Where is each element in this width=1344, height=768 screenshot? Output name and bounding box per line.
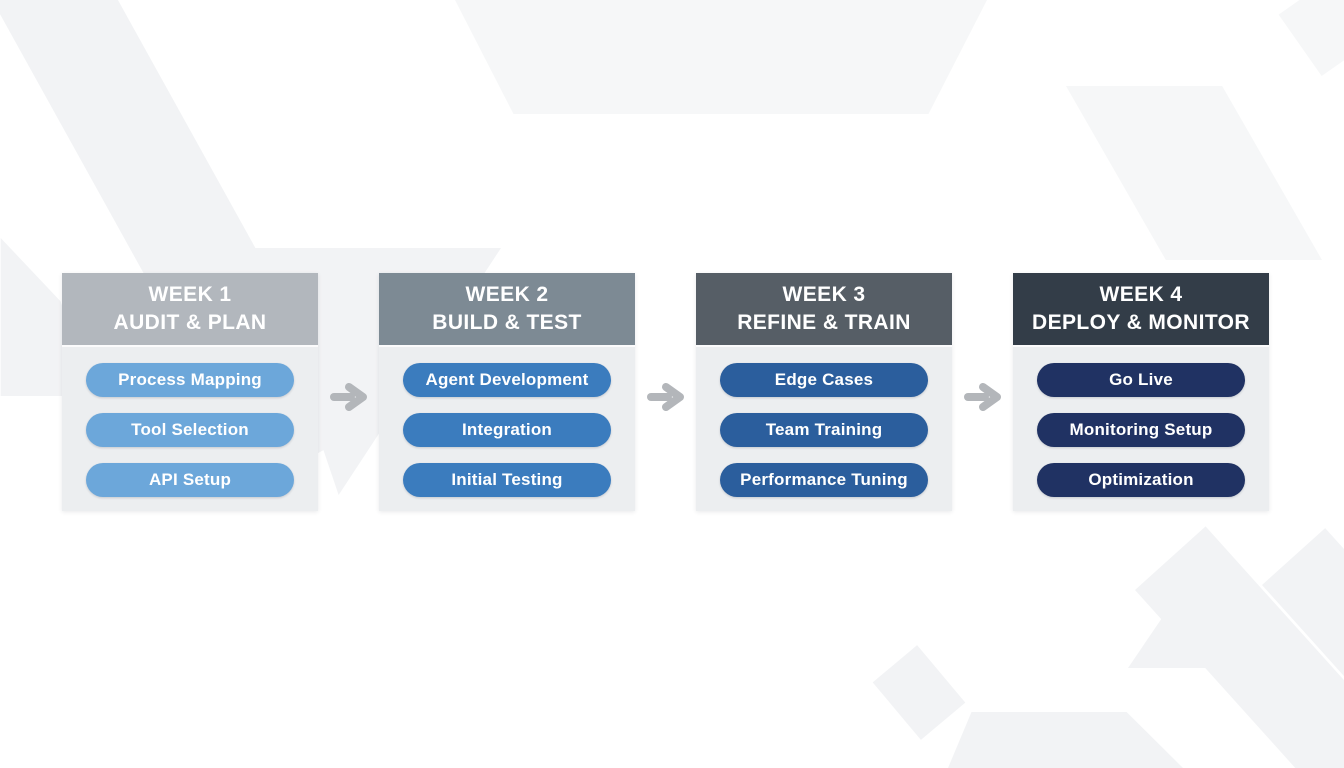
week-label: WEEK 1 [148, 283, 232, 306]
week-column-4: WEEK 4 DEPLOY & MONITOR Go Live Monitori… [1013, 273, 1269, 511]
task-pill: Optimization [1037, 463, 1245, 497]
bg-decor-shape [948, 712, 1183, 768]
flow-arrow [635, 273, 696, 511]
task-pill: Initial Testing [403, 463, 611, 497]
task-pill: Edge Cases [720, 363, 928, 397]
right-arrow-icon [329, 383, 367, 411]
bg-decor-shape [455, 0, 987, 114]
phase-label: BUILD & TEST [432, 311, 582, 334]
bg-decor-shape [1278, 0, 1344, 77]
week-3-tasks: Edge Cases Team Training Performance Tun… [696, 347, 952, 511]
week-2-header: WEEK 2 BUILD & TEST [379, 273, 635, 347]
flow-arrow [318, 273, 379, 511]
week-column-3: WEEK 3 REFINE & TRAIN Edge Cases Team Tr… [696, 273, 952, 511]
task-pill: Integration [403, 413, 611, 447]
bg-decor-shape [872, 645, 966, 740]
week-label: WEEK 4 [1099, 283, 1183, 306]
task-pill: Performance Tuning [720, 463, 928, 497]
week-1-header: WEEK 1 AUDIT & PLAN [62, 273, 318, 347]
flow-arrow [952, 273, 1013, 511]
week-column-2: WEEK 2 BUILD & TEST Agent Development In… [379, 273, 635, 511]
task-pill: Agent Development [403, 363, 611, 397]
week-label: WEEK 3 [782, 283, 866, 306]
week-1-tasks: Process Mapping Tool Selection API Setup [62, 347, 318, 511]
task-pill: API Setup [86, 463, 294, 497]
week-column-1: WEEK 1 AUDIT & PLAN Process Mapping Tool… [62, 273, 318, 511]
timeline-flow: WEEK 1 AUDIT & PLAN Process Mapping Tool… [62, 273, 1269, 511]
task-pill: Process Mapping [86, 363, 294, 397]
right-arrow-icon [963, 383, 1001, 411]
week-3-header: WEEK 3 REFINE & TRAIN [696, 273, 952, 347]
bg-decor-shape [1066, 86, 1322, 260]
week-4-tasks: Go Live Monitoring Setup Optimization [1013, 347, 1269, 511]
task-pill: Go Live [1037, 363, 1245, 397]
phase-label: REFINE & TRAIN [737, 311, 911, 334]
right-arrow-icon [646, 383, 684, 411]
week-2-tasks: Agent Development Integration Initial Te… [379, 347, 635, 511]
task-pill: Monitoring Setup [1037, 413, 1245, 447]
phase-label: AUDIT & PLAN [113, 311, 267, 334]
week-label: WEEK 2 [465, 283, 549, 306]
phase-label: DEPLOY & MONITOR [1032, 311, 1250, 334]
task-pill: Tool Selection [86, 413, 294, 447]
task-pill: Team Training [720, 413, 928, 447]
week-4-header: WEEK 4 DEPLOY & MONITOR [1013, 273, 1269, 347]
